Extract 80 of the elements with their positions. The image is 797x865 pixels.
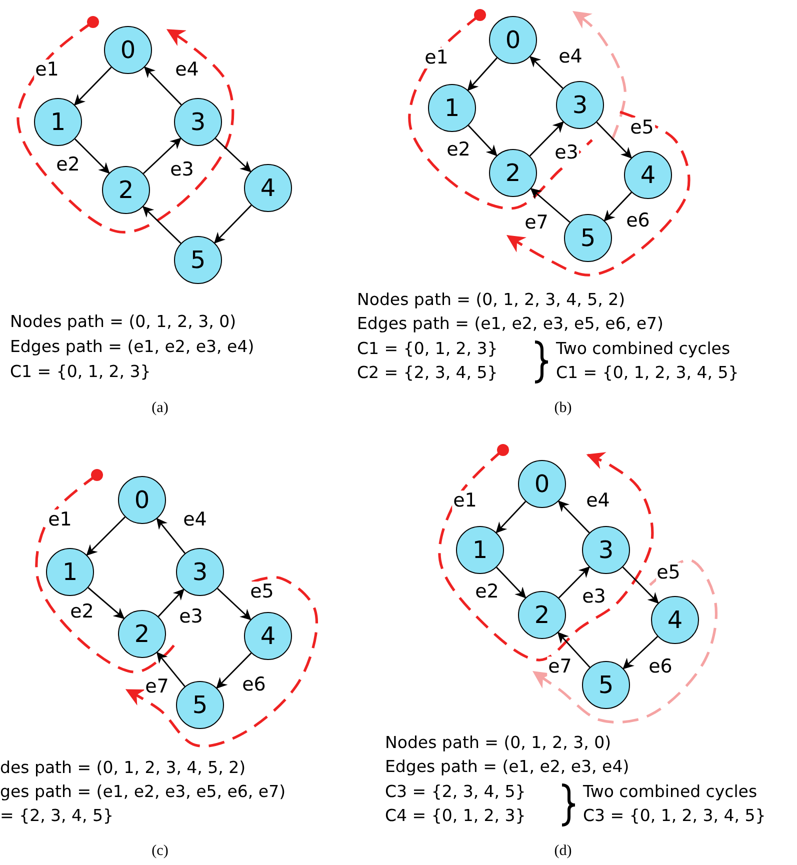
graph-node: 3 [582, 526, 630, 574]
text-line: ges path = (e1, e2, e3, e5, e6, e7) [0, 782, 286, 802]
graph-node: 4 [651, 596, 699, 644]
edge-label: e7 [547, 656, 573, 678]
text-line: C1 = {0, 1, 2, 3} [10, 362, 151, 382]
edge-label: e1 [34, 60, 60, 80]
arrow [156, 518, 186, 554]
text-line: Edges path = (e1, e2, e3, e4) [385, 757, 630, 777]
text-line: C3 = {0, 1, 2, 3, 4, 5} [583, 806, 766, 826]
arrow [216, 652, 252, 689]
arrow [158, 588, 184, 617]
graph-node: 2 [118, 610, 166, 658]
text-line: Two combined cycles [583, 782, 758, 802]
arrow [496, 566, 526, 598]
arrow [142, 206, 182, 244]
graph-node: 0 [104, 26, 152, 74]
graph-node: 2 [489, 149, 537, 197]
graph-node: 1 [428, 84, 476, 132]
graph-node: 4 [624, 151, 672, 199]
panel-caption: (c) [152, 843, 168, 860]
panel-caption: (d) [554, 843, 572, 860]
text-line: C1 = {0, 1, 2, 3} [357, 339, 498, 359]
arrow [558, 500, 590, 534]
graph-node: 1 [46, 548, 94, 596]
text-line: des path = (0, 1, 2, 3, 4, 5, 2) [0, 758, 246, 778]
graph-node: 5 [582, 661, 630, 709]
graph-node: 2 [518, 591, 566, 639]
arrow [86, 516, 126, 556]
arrow [214, 138, 252, 172]
graph-node: 5 [176, 681, 224, 729]
text-line: Edges path = (e1, e2, e3, e5, e6, e7) [357, 314, 664, 334]
graph-node: 0 [518, 460, 566, 508]
arrow [142, 138, 182, 174]
graph-node: 2 [102, 166, 150, 214]
graph-node: 0 [118, 476, 166, 524]
arrow [156, 652, 186, 687]
text-line: C4 = {0, 1, 2, 3} [385, 806, 526, 826]
arrow [214, 204, 252, 244]
text-line: C1 = {0, 1, 2, 3, 4, 5} [556, 363, 739, 383]
edge-label: e1 [424, 48, 450, 68]
edge-label: e1 [452, 490, 478, 512]
text-line: Nodes path = (0, 1, 2, 3, 0) [385, 733, 612, 753]
arrow [144, 66, 182, 106]
graph-node: 3 [176, 548, 224, 596]
arrow [529, 121, 564, 156]
edge-label: e5 [656, 562, 682, 584]
graph-node: 1 [456, 526, 504, 574]
graph-node: 4 [244, 612, 292, 660]
graph-node: 1 [34, 98, 82, 146]
graph-node: 3 [174, 98, 222, 146]
arrow [468, 125, 498, 156]
text-line: C3 = {2, 3, 4, 5} [385, 782, 526, 802]
graph-node: 4 [244, 164, 292, 212]
arrow [467, 57, 498, 91]
arrow [88, 587, 125, 620]
arrow [622, 566, 659, 604]
panel-caption: (b) [554, 400, 572, 417]
arrow [596, 122, 632, 159]
text-line: Two combined cycles [556, 339, 730, 359]
arrow [530, 188, 570, 223]
arrow [558, 566, 590, 598]
panel-caption: (a) [152, 400, 168, 417]
text-line: Edges path = (e1, e2, e3, e4) [10, 337, 254, 357]
text-line: = {2, 3, 4, 5} [0, 806, 114, 826]
graph-node: 3 [556, 81, 604, 129]
arrow [217, 588, 252, 620]
text-line: C2 = {2, 3, 4, 5} [357, 363, 498, 383]
graph-node: 5 [174, 236, 222, 284]
arrow [604, 192, 632, 222]
arrow [74, 138, 110, 174]
arrow [496, 501, 526, 534]
graph-node: 0 [489, 16, 537, 64]
arrow [622, 636, 658, 670]
text-line: Nodes path = (0, 1, 2, 3, 4, 5, 2) [357, 290, 626, 310]
text-line: Nodes path = (0, 1, 2, 3, 0) [10, 312, 236, 332]
edge-label: e3 [554, 142, 580, 164]
graph-node: 5 [564, 214, 612, 262]
arrow [557, 632, 590, 668]
arrow [74, 66, 112, 106]
arrow [529, 56, 564, 89]
